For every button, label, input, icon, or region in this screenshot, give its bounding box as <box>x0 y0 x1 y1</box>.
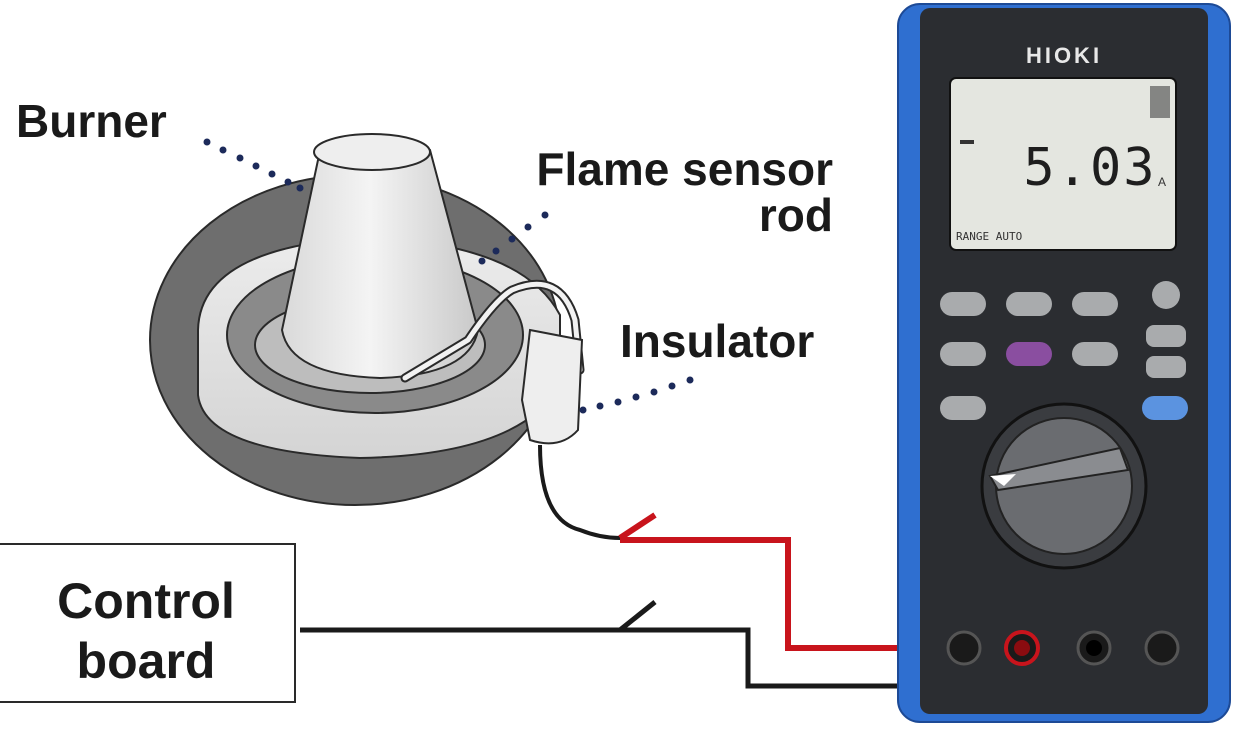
flame-sensor-rod-label: Flame sensor rod <box>536 146 833 238</box>
meter-jack-v[interactable] <box>1144 630 1180 666</box>
flame-sensor-label-line2: rod <box>758 189 833 241</box>
meter-input-jacks <box>946 630 1180 666</box>
burner-label: Burner <box>16 95 167 147</box>
meter-button[interactable] <box>940 396 986 420</box>
meter-button[interactable] <box>940 292 986 316</box>
meter-button-row-3 <box>940 396 1188 420</box>
meter-button[interactable] <box>1072 342 1118 366</box>
meter-button[interactable] <box>1146 356 1186 378</box>
meter-lcd-status: RANGE AUTO <box>956 230 1022 243</box>
meter-button[interactable] <box>1006 292 1052 316</box>
insulator-label: Insulator <box>620 315 815 367</box>
burner-cone <box>280 140 480 380</box>
meter-button-row-2 <box>940 325 1186 378</box>
meter-button-row-1 <box>940 281 1180 316</box>
burner-assembly <box>149 133 621 540</box>
meter-unit: A <box>1158 175 1166 189</box>
meter-button[interactable] <box>1142 396 1188 420</box>
control-board-box: Control board <box>0 543 296 703</box>
flame-sensor-label-line1: Flame sensor <box>536 143 833 195</box>
meter-reading: 5.03 <box>1023 138 1156 198</box>
burner-cone-top <box>313 133 431 171</box>
meter-dial-pointer <box>988 446 1130 492</box>
meter-lcd <box>949 77 1177 251</box>
leader-lines <box>203 138 694 414</box>
control-board-line1: Control <box>57 573 235 629</box>
meter-button[interactable] <box>1146 325 1186 347</box>
control-board-label: Control board <box>0 571 294 691</box>
sensor-lead-wire <box>538 444 621 540</box>
meter-jack-a[interactable] <box>946 630 982 666</box>
meter-brand: HIOKI <box>1026 43 1102 68</box>
meter-button[interactable] <box>1006 342 1052 366</box>
multimeter: HIOKI 5.03 A RANGE AUTO <box>897 3 1231 723</box>
meter-button[interactable] <box>1152 281 1180 309</box>
meter-button[interactable] <box>1072 292 1118 316</box>
control-board-line2: board <box>76 633 216 689</box>
insulator-block <box>520 328 584 445</box>
meter-button[interactable] <box>940 342 986 366</box>
